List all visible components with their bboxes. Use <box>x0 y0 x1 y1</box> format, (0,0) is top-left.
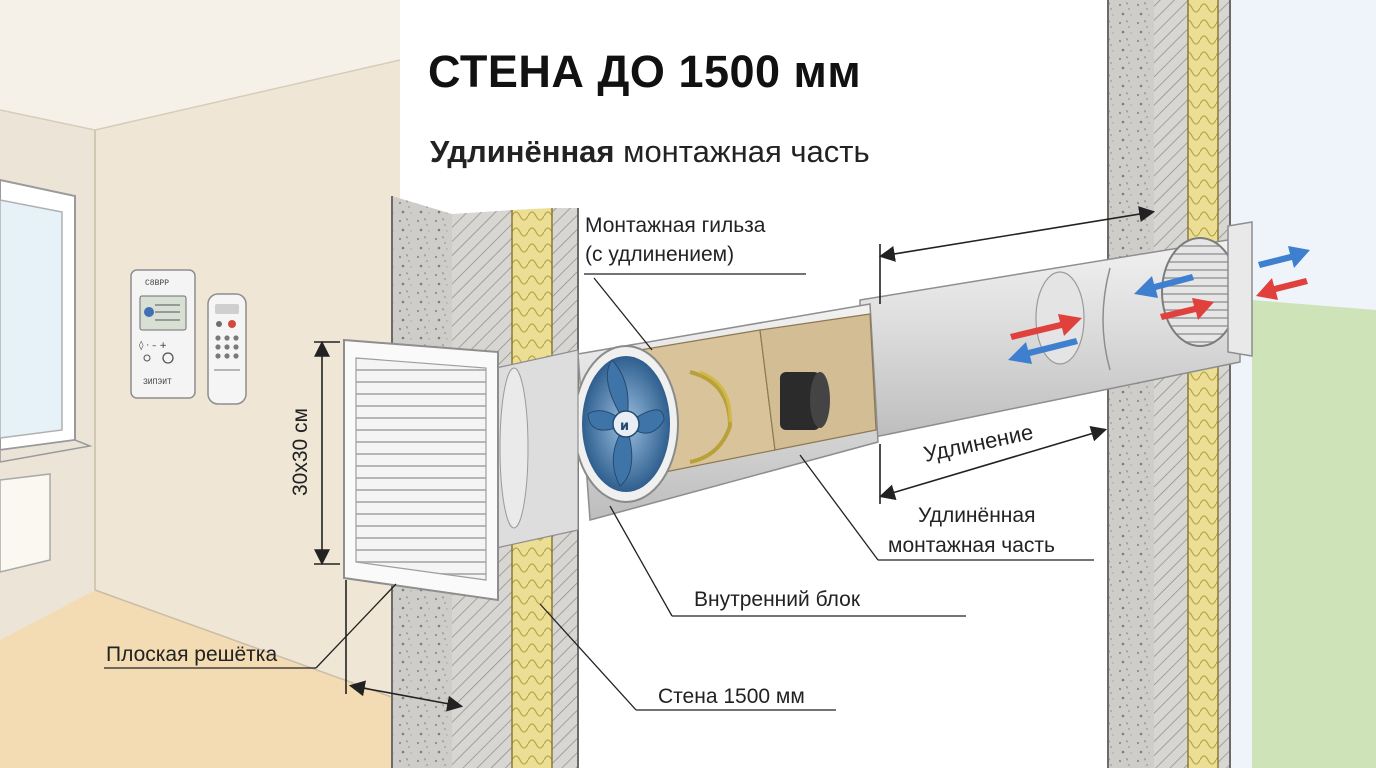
svg-text:и: и <box>620 419 629 434</box>
outside-area <box>1230 0 1376 768</box>
airflow-arrow-icon <box>1008 246 1310 364</box>
fan-icon: и <box>573 345 679 503</box>
label-sleeve-line1: Монтажная гильза <box>585 214 766 237</box>
flat-grille <box>343 338 579 602</box>
controller-bottom-text: ЗИПЭИТ <box>143 378 172 387</box>
room-background <box>0 0 401 768</box>
controller-top-text: C8BPP <box>145 279 170 288</box>
wall-controller-icon: ◊ · – + <box>130 269 196 399</box>
svg-text:◊ · – +: ◊ · – + <box>139 340 167 351</box>
label-inner-block: Внутренний блок <box>694 588 861 611</box>
label-grille-size: 30х30 см <box>289 408 312 496</box>
room-window <box>0 178 93 573</box>
leader-lines <box>104 273 1094 711</box>
page-title: СТЕНА ДО 1500 мм <box>428 46 862 97</box>
label-extended-part-line2: монтажная часть <box>888 534 1055 557</box>
label-extended-part-line1: Удлинённая <box>918 504 1036 527</box>
label-wall: Стена 1500 мм <box>658 685 805 708</box>
subtitle-rest: монтажная часть <box>614 134 870 169</box>
label-flat-grille: Плоская решётка <box>106 643 278 666</box>
dimension-lines <box>314 206 1156 712</box>
label-sleeve-line2: (с удлинением) <box>585 243 735 266</box>
subtitle-bold: Удлинённая <box>430 134 615 169</box>
remote-control-icon <box>207 293 247 405</box>
page-subtitle: Удлинённая монтажная часть <box>430 134 870 170</box>
